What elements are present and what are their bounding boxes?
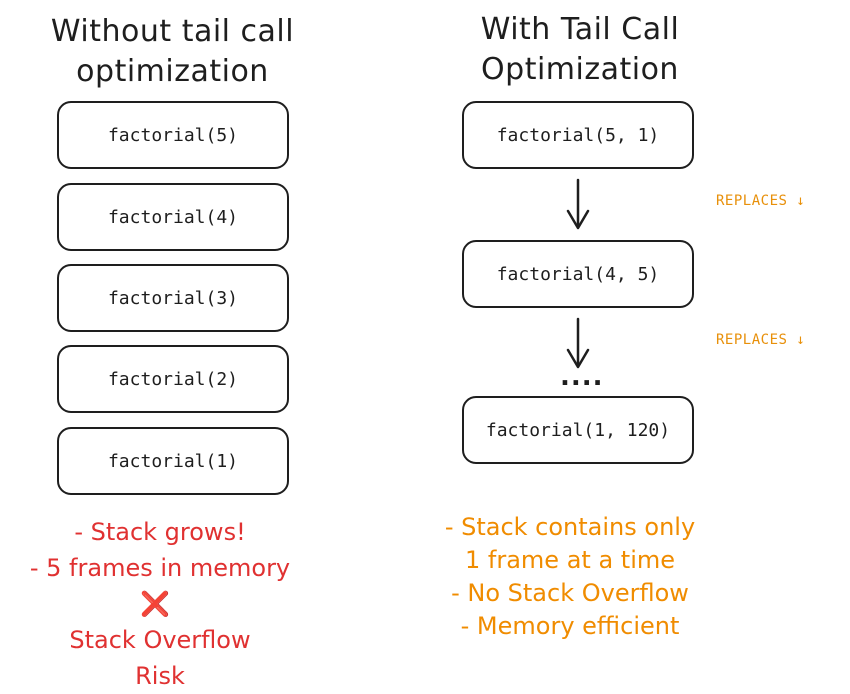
tco-frame-factorial-4-5: factorial(4, 5) — [462, 240, 694, 308]
title-without-tco: Without tail call optimization — [20, 12, 325, 92]
title-line: Without tail call — [50, 14, 295, 49]
ellipsis: .... — [560, 362, 604, 392]
replaces-label: REPLACES ↓ — [716, 193, 806, 209]
note-line: - Stack grows! — [74, 518, 246, 546]
note-line: Risk — [135, 662, 185, 690]
stack-frame-factorial-5: factorial(5) — [57, 101, 289, 169]
note-text: Stack Overflow — [69, 626, 251, 654]
tco-frame-factorial-1-120: factorial(1, 120) — [462, 396, 694, 464]
title-line: With Tail Call — [480, 12, 680, 47]
down-arrow-icon — [566, 178, 590, 230]
replaces-label: REPLACES ↓ — [716, 332, 806, 348]
note-line: - Stack contains only — [444, 513, 696, 541]
note-line: - 5 frames in memory — [29, 554, 291, 582]
note-line: - Memory efficient — [460, 612, 680, 640]
note-line: - No Stack Overflow — [451, 579, 689, 607]
title-line: optimization — [76, 54, 269, 89]
notes-without-tco: - Stack grows! - 5 frames in memory ❌ Sta… — [5, 514, 315, 694]
note-line: 1 frame at a time — [465, 546, 675, 574]
down-arrow-icon — [566, 317, 590, 369]
stack-frame-factorial-4: factorial(4) — [57, 183, 289, 251]
stack-frame-factorial-3: factorial(3) — [57, 264, 289, 332]
cross-mark-icon: ❌ — [140, 590, 170, 618]
stack-frame-factorial-1: factorial(1) — [57, 427, 289, 495]
title-with-tco: With Tail Call Optimization — [440, 10, 720, 90]
title-line: Optimization — [481, 52, 679, 87]
notes-with-tco: - Stack contains only 1 frame at a time … — [420, 511, 720, 643]
stack-frame-factorial-2: factorial(2) — [57, 345, 289, 413]
note-line: ❌ Stack Overflow — [5, 586, 315, 658]
tco-frame-factorial-5-1: factorial(5, 1) — [462, 101, 694, 169]
